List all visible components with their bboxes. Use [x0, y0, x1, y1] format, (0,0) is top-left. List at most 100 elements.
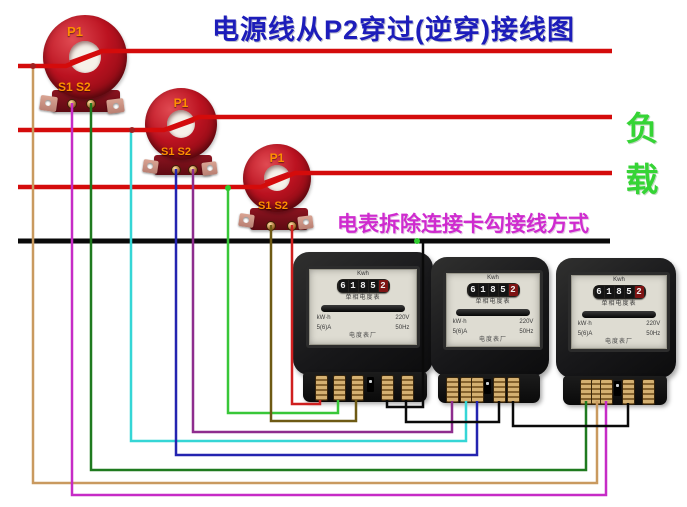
register-digit: 8 [358, 280, 368, 292]
junction-dot [30, 63, 36, 69]
meter1-terminal-4 [381, 375, 394, 401]
mount-hole-icon [146, 162, 154, 170]
meter2-disc-slot [456, 309, 530, 316]
spec-left: 5(6)A [577, 331, 593, 337]
register-digit: 5 [624, 286, 634, 298]
ct3-right-tab [297, 215, 314, 230]
diagram-title: 电源线从P2穿过(逆穿)接线图 [212, 15, 576, 45]
register-digit: 5 [368, 280, 378, 292]
meter2-face: Kwh 6 1 8 5 2 单相电度表 kW·h 220V 5(6)A 50Hz… [443, 270, 543, 350]
meter2-spec-row1: kW·h 220V [453, 318, 534, 326]
register-digit: 8 [488, 284, 498, 296]
ct3-s2-terminal [287, 221, 297, 231]
meter1-terminal-1 [315, 375, 328, 401]
ct3-left-tab [238, 213, 255, 228]
mount-hole-icon [242, 216, 250, 224]
register-digit: 8 [614, 286, 624, 298]
junction-dot [225, 185, 231, 191]
diagram-subtitle: 电表拆除连接卡勾接线方式 [337, 213, 589, 236]
register-digit: 2 [378, 280, 388, 292]
ct2-window [167, 110, 195, 138]
meter2-terminal-block [438, 374, 540, 403]
meter3-terminal-4 [622, 379, 635, 405]
junction-dot [414, 238, 420, 244]
ct2-right-tab [201, 161, 218, 176]
ct1-primary-conductor [69, 48, 101, 67]
meter1-factory-label: 电度表厂 [348, 333, 377, 339]
meter2-type-label: 单相电度表 [475, 299, 511, 305]
ct3-p1-label: P1 [269, 151, 285, 165]
meter2-terminal-1 [446, 377, 459, 403]
meter1-terminal-3 [351, 375, 364, 401]
ct3-s1-terminal [266, 221, 276, 231]
spec-right: 220V [395, 315, 410, 321]
spec-left: kW·h [577, 321, 592, 327]
ct1-s1-s2-label: S1 S2 [58, 80, 91, 94]
register-digit: 1 [348, 280, 358, 292]
ct3-window [264, 165, 290, 191]
register-digit: 1 [478, 284, 488, 296]
ct2-left-tab [142, 159, 159, 174]
meter1-type-label: 单相电度表 [345, 295, 381, 301]
ct1-s1-terminal [67, 99, 77, 109]
spec-right: 220V [519, 319, 534, 325]
mount-hole-icon [302, 218, 310, 226]
register-digit: 6 [594, 286, 604, 298]
meter1-terminal-block [303, 372, 427, 402]
load-label: 负载 [625, 110, 659, 199]
ct2-p1-label: P1 [173, 96, 189, 110]
phase-line-2 [18, 114, 612, 133]
ct3-s1-s2-label: S1 S2 [258, 200, 288, 212]
mount-hole-icon [206, 164, 214, 172]
spec-left: kW·h [316, 315, 331, 321]
meter1-disc-slot [320, 305, 406, 312]
meter3-spec-row2: 5(6)A 50Hz [578, 330, 661, 338]
meter3-spec-row1: kW·h 220V [578, 320, 661, 328]
meter3-unit-label: Kwh [613, 277, 625, 283]
junction-dot [129, 127, 135, 133]
ct1-right-tab [106, 98, 125, 114]
meter1-terminal-2 [333, 375, 346, 401]
meter1-register: 6 1 8 5 2 [336, 279, 390, 293]
spec-left: 5(6)A [452, 329, 468, 335]
ct2-s2-terminal [188, 165, 198, 175]
meter2-cover-screw [484, 379, 491, 394]
meter3-factory-label: 电度表厂 [604, 339, 633, 345]
ct1-s2-terminal [86, 99, 96, 109]
meter3-cover-screw [614, 381, 621, 396]
spec-left: 5(6)A [316, 325, 332, 331]
meter2-terminal-5 [507, 377, 520, 403]
phase-line-3 [18, 170, 612, 190]
ct1-p1-label: P1 [67, 24, 83, 39]
meter2-factory-label: 电度表厂 [478, 337, 507, 343]
meter2-spec-row2: 5(6)A 50Hz [453, 328, 534, 336]
ct3-primary-conductor [264, 170, 290, 187]
meter1-face: Kwh 6 1 8 5 2 单相电度表 kW·h 220V 5(6)A 50Hz… [306, 266, 420, 348]
spec-right: 50Hz [519, 329, 534, 335]
meter3-face: Kwh 6 1 8 5 2 单相电度表 kW·h 220V 5(6)A 50Hz… [568, 272, 670, 352]
meter1-unit-label: Kwh [357, 271, 369, 277]
meter2-terminal-3 [471, 377, 484, 403]
meter3-type-label: 单相电度表 [601, 301, 637, 307]
spec-right: 50Hz [646, 331, 661, 337]
meter1-spec-row1: kW·h 220V [317, 314, 410, 322]
meter3-terminal-block [563, 376, 667, 405]
meter1-spec-row2: 5(6)A 50Hz [317, 324, 410, 332]
register-digit: 5 [498, 284, 508, 296]
mount-hole-icon [44, 99, 52, 107]
register-digit: 6 [338, 280, 348, 292]
meter2-terminal-4 [493, 377, 506, 403]
meter3-register: 6 1 8 5 2 [592, 285, 646, 299]
meter3-terminal-3 [600, 379, 613, 405]
register-digit: 6 [468, 284, 478, 296]
meter2-unit-label: Kwh [487, 275, 499, 281]
ct2-primary-conductor [167, 115, 195, 134]
meter1-terminal-5 [401, 375, 414, 401]
ct2-s1-terminal [171, 165, 181, 175]
meter1-cover-screw [367, 377, 374, 392]
register-digit: 1 [604, 286, 614, 298]
spec-right: 220V [646, 321, 661, 327]
spec-right: 50Hz [395, 325, 410, 331]
register-digit: 2 [508, 284, 518, 296]
